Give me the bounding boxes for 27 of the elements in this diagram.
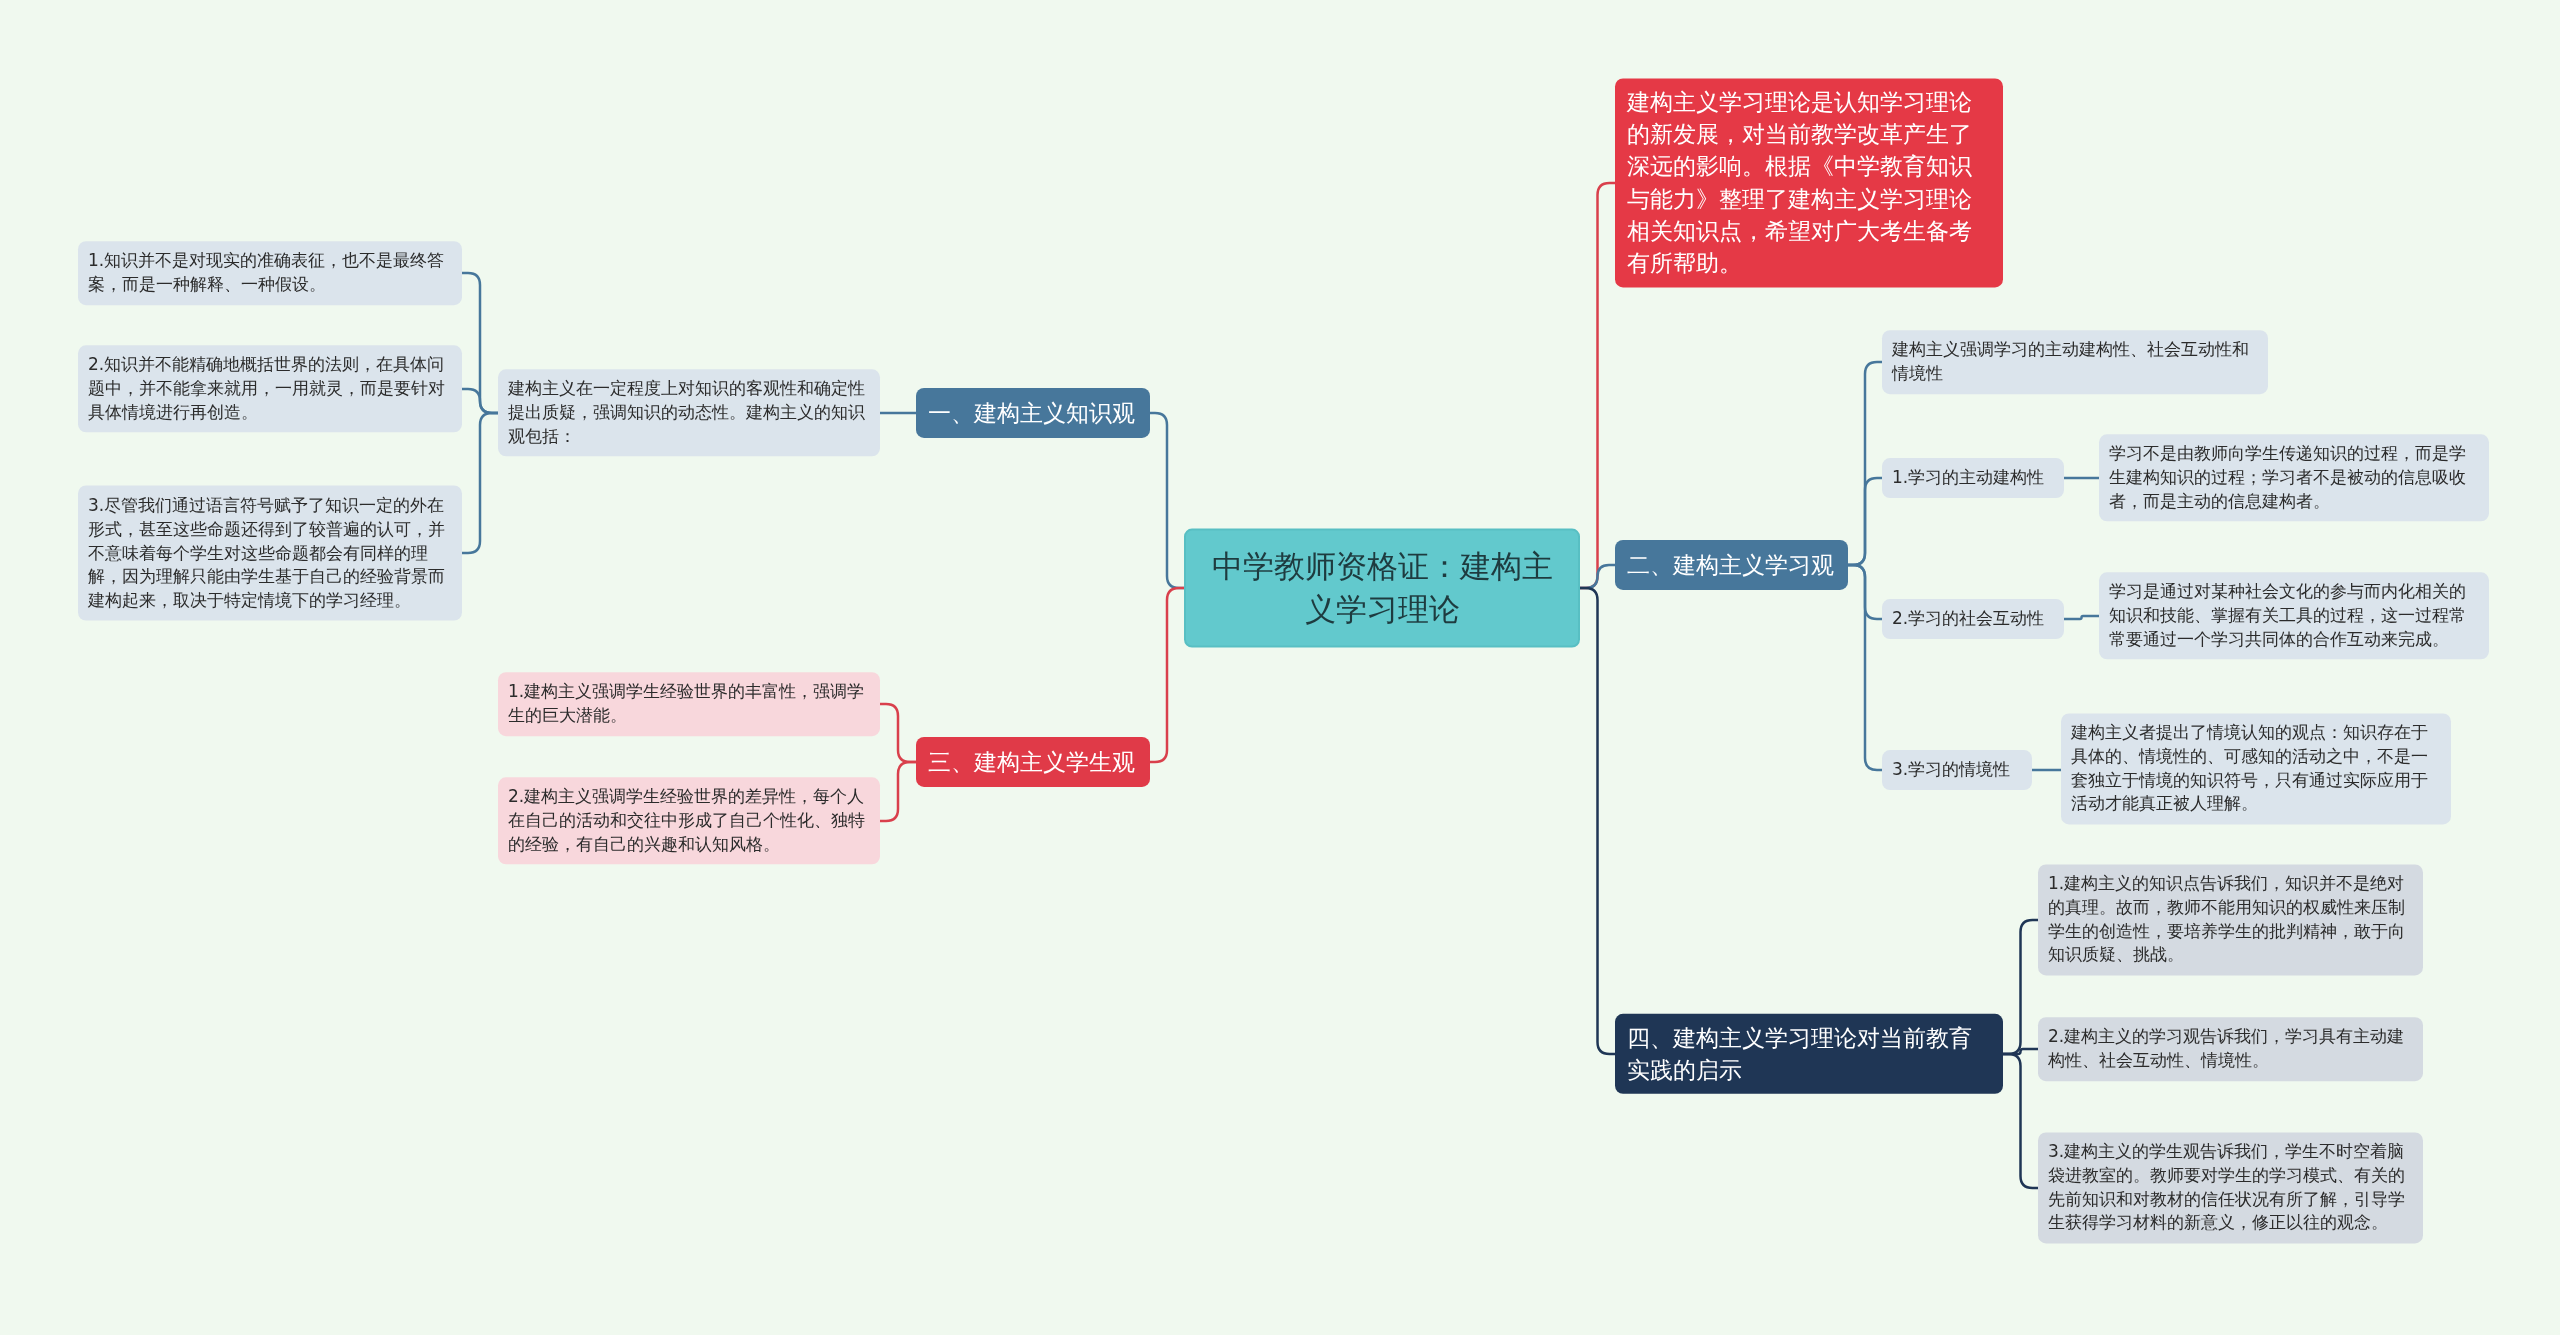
- branch-topic: 二、建构主义学习观: [1615, 539, 1848, 591]
- subtopic-card: 2.知识并不能精确地概括世界的法则，在具体问题中，并不能拿来就用，一用就灵，而是要针对具体情境进行再创造。: [78, 345, 462, 433]
- subtopic-card: 学习是通过对某种社会文化的参与而内化相关的知识和技能、掌握有关工具的过程，这一过程常常要通过一个学习共同体的合作互动来完成。: [2099, 572, 2489, 660]
- branch-topic: 三、建构主义学生观: [916, 736, 1150, 788]
- subtopic-card: 1.学习的主动建构性: [1882, 458, 2064, 498]
- connector-line: [880, 411, 916, 415]
- intro-card: 建构主义学习理论是认知学习理论的新发展，对当前教学改革产生了深远的影响。根据《中学教育知识与能力》整理了建构主义学习理论相关知识点，希望对广大考生备考有所帮助。: [1615, 78, 2003, 288]
- subtopic-card: 1.建构主义的知识点告诉我们，知识并不是绝对的真理。故而，教师不能用知识的权威性来压制学生的创造性，要培养学生的批判精神，敢于向知识质疑、挑战。: [2038, 864, 2423, 976]
- subtopic-card: 2.建构主义的学习观告诉我们，学习具有主动建构性、社会互动性、情境性。: [2038, 1017, 2423, 1081]
- subtopic-card: 1.建构主义强调学生经验世界的丰富性，强调学生的巨大潜能。: [498, 672, 880, 736]
- subtopic-card: 3.建构主义的学生观告诉我们，学生不时空着脑袋进教室的。教师要对学生的学习模式、有关的先前知识和对教材的信任状况有所了解，引导学生获得学习材料的新意义，修正以往的观念。: [2038, 1132, 2423, 1244]
- connector-line: [2064, 614, 2099, 621]
- subtopic-card: 1.知识并不是对现实的准确表征，也不是最终答案，而是一种解释、一种假设。: [78, 241, 462, 305]
- connector-line: [880, 760, 916, 823]
- central-topic: 中学教师资格证：建构主义学习理论: [1184, 528, 1580, 648]
- subtopic-card: 学习不是由教师向学生传递知识的过程，而是学生建构知识的过程；学习者不是被动的信息吸收者，而是主动的信息建构者。: [2099, 434, 2489, 522]
- connector-line: [2032, 768, 2061, 772]
- subtopic-card: 2.学习的社会互动性: [1882, 599, 2064, 639]
- subtopic-card: 3.尽管我们通过语言符号赋予了知识一定的外在形式，甚至这些命题还得到了较普遍的认可，并不意味着每个学生对这些命题都会有同样的理解，因为理解只能由学生基于自己的经验背景而建构起来，取决于特定情境下的学习经理。: [78, 485, 462, 621]
- subtopic-card: 3.学习的情境性: [1882, 750, 2032, 790]
- connector-line: [2064, 476, 2099, 480]
- subtopic-card: 建构主义强调学习的主动建构性、社会互动性和情境性: [1882, 330, 2268, 394]
- subtopic-card: 2.建构主义强调学生经验世界的差异性，每个人在自己的活动和交往中形成了自己个性化、独特的经验，有自己的兴趣和认知风格。: [498, 777, 880, 865]
- subtopic-card: 建构主义在一定程度上对知识的客观性和确定性提出质疑，强调知识的动态性。建构主义的知识观包括：: [498, 369, 880, 457]
- branch-topic: 一、建构主义知识观: [916, 387, 1150, 439]
- branch-topic: 四、建构主义学习理论对当前教育实践的启示: [1615, 1013, 2003, 1095]
- subtopic-card: 建构主义者提出了情境认知的观点：知识存在于具体的、情境性的、可感知的活动之中，不是一套独立于情境的知识符号，只有通过实际应用于活动才能真正被人理解。: [2061, 713, 2451, 825]
